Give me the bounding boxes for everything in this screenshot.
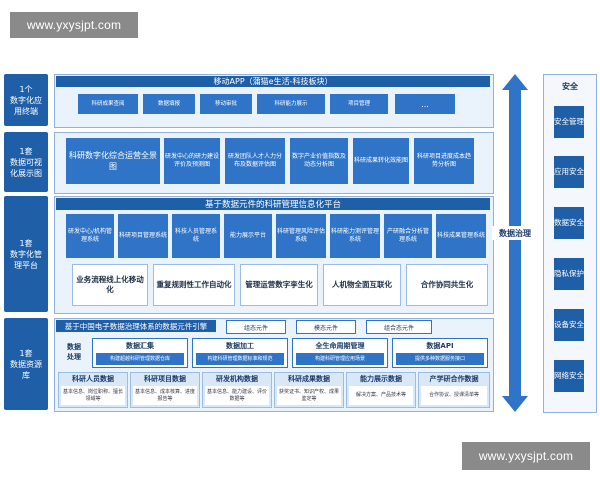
engine-tag: 组合态元件 — [366, 320, 432, 334]
platform-system: 科技人员管理系统 — [172, 214, 220, 258]
process-step: 数据API 提供多种数据服务接口 — [392, 338, 488, 368]
db-card: 科研项目数据 基本信息、成本核算、进度报告等 — [130, 372, 200, 408]
platform-feature: 管理运营数字孪生化 — [240, 264, 318, 306]
platform-feature: 合作协同共生化 — [406, 264, 488, 306]
visual-item: 数字产业价值指数及动态分析图 — [290, 138, 348, 184]
visual-item: 科研项目进度成本趋势分析图 — [414, 138, 474, 184]
db-card-desc: 基本信息、成本核算、进度报告等 — [133, 386, 197, 405]
process-step-desc: 构建科研管理应用场景 — [296, 353, 384, 365]
mobile-item: 移动审批 — [200, 94, 252, 114]
process-step-title: 全生命周期管理 — [315, 341, 365, 350]
db-card: 产学研合作数据 合作协议、授课清单等 — [418, 372, 490, 408]
visual-item: 科研成果转化效能图 — [353, 138, 409, 184]
security-item: 网络安全 — [554, 360, 584, 392]
visual-item: 研发团队人才人力分布及数据评估图 — [225, 138, 285, 184]
process-step-desc: 提供多种数据服务接口 — [396, 353, 484, 365]
db-card: 研发机构数据 基本信息、能力建设、评价数据等 — [202, 372, 272, 408]
platform-system: 科研管理风险评估系统 — [276, 214, 326, 258]
db-card: 科研成果数据 获奖证书、知识产权、成果鉴定等 — [274, 372, 344, 408]
db-card: 能力展示数据 解决方案、产品技术等 — [346, 372, 416, 408]
platform-title: 基于数据元件的科研管理信息化平台 — [56, 198, 490, 210]
mobile-item: 科研能力展示 — [257, 94, 325, 114]
db-card-desc: 解决方案、产品技术等 — [349, 386, 413, 405]
db-card-desc: 基本信息、能力建设、评价数据等 — [205, 386, 269, 405]
mobile-title: 移动APP（蒲猫e生活-科技板块） — [56, 76, 490, 87]
governance-label: 数据治理 — [492, 226, 538, 240]
platform-feature: 人机物全面互联化 — [323, 264, 401, 306]
security-title: 安全 — [562, 81, 578, 91]
process-step-title: 数据API — [426, 341, 454, 350]
db-card-title: 能力展示数据 — [360, 375, 402, 383]
mobile-item: 数据填报 — [143, 94, 195, 114]
db-card: 科研人员数据 基本信息、岗位职称、擅长领域等 — [58, 372, 128, 408]
db-card-desc: 基本信息、岗位职称、擅长领域等 — [61, 386, 125, 405]
platform-feature: 重复规则性工作自动化 — [153, 264, 235, 306]
security-item: 设备安全 — [554, 309, 584, 341]
security-item: 应用安全 — [554, 156, 584, 188]
platform-system: 科技成果管理系统 — [436, 214, 486, 258]
governance-arrow-icon — [502, 74, 528, 412]
process-step-title: 数据加工 — [226, 341, 254, 350]
platform-system: 产研融合分析管理系统 — [384, 214, 432, 258]
security-item: 隐私保护 — [554, 258, 584, 290]
db-card-title: 产学研合作数据 — [429, 375, 479, 383]
visual-main: 科研数字化综合运营全景图 — [66, 138, 160, 184]
db-card-desc: 合作协议、授课清单等 — [421, 386, 487, 405]
resource-engine: 基于中国电子数据治理体系的数据元件引擎 — [56, 320, 216, 332]
db-card-title: 研发机构数据 — [216, 375, 258, 383]
platform-system: 科研能力测评管理系统 — [330, 214, 380, 258]
process-step-title: 数据汇集 — [126, 341, 154, 350]
platform-system: 科研项目管理系统 — [118, 214, 168, 258]
db-card-desc: 获奖证书、知识产权、成果鉴定等 — [277, 386, 341, 405]
security-item: 数据安全 — [554, 207, 584, 239]
security-panel — [543, 74, 597, 413]
process-step-desc: 构建科研管理数据标准和规范 — [196, 353, 284, 365]
layer-label-resource: 1套 数据资源 库 — [4, 318, 48, 410]
platform-system: 能力展示平台 — [224, 214, 272, 258]
mobile-item: 项目管理 — [330, 94, 388, 114]
process-step-desc: 构建超越科研管理数据仓库 — [96, 353, 184, 365]
layer-label-visual: 1套 数据可视 化展示图 — [4, 132, 48, 192]
process-step: 全生命周期管理 构建科研管理应用场景 — [292, 338, 388, 368]
data-process-label: 数据 处理 — [67, 343, 81, 361]
db-card-title: 科研项目数据 — [144, 375, 186, 383]
platform-system: 研发中心/机构管理系统 — [66, 214, 114, 258]
process-step: 数据汇集 构建超越科研管理数据仓库 — [92, 338, 188, 368]
db-card-title: 科研人员数据 — [72, 375, 114, 383]
layer-label-terminal: 1个 数字化应 用终端 — [4, 74, 48, 126]
platform-feature: 业务流程线上化移动化 — [72, 264, 148, 306]
security-item: 安全管理 — [554, 106, 584, 138]
engine-tag: 组态元件 — [226, 320, 286, 334]
mobile-item: ... — [395, 94, 455, 114]
watermark-top: www.yxysjpt.com — [10, 12, 138, 38]
process-step: 数据加工 构建科研管理数据标准和规范 — [192, 338, 288, 368]
layer-label-platform: 1套 数字化管 理平台 — [4, 196, 48, 312]
mobile-item: 科研成果查阅 — [78, 94, 138, 114]
db-card-title: 科研成果数据 — [288, 375, 330, 383]
engine-tag: 模态元件 — [296, 320, 356, 334]
watermark-bottom: www.yxysjpt.com — [462, 442, 590, 470]
visual-item: 研发中心的研力建设评价及预测图 — [164, 138, 220, 184]
